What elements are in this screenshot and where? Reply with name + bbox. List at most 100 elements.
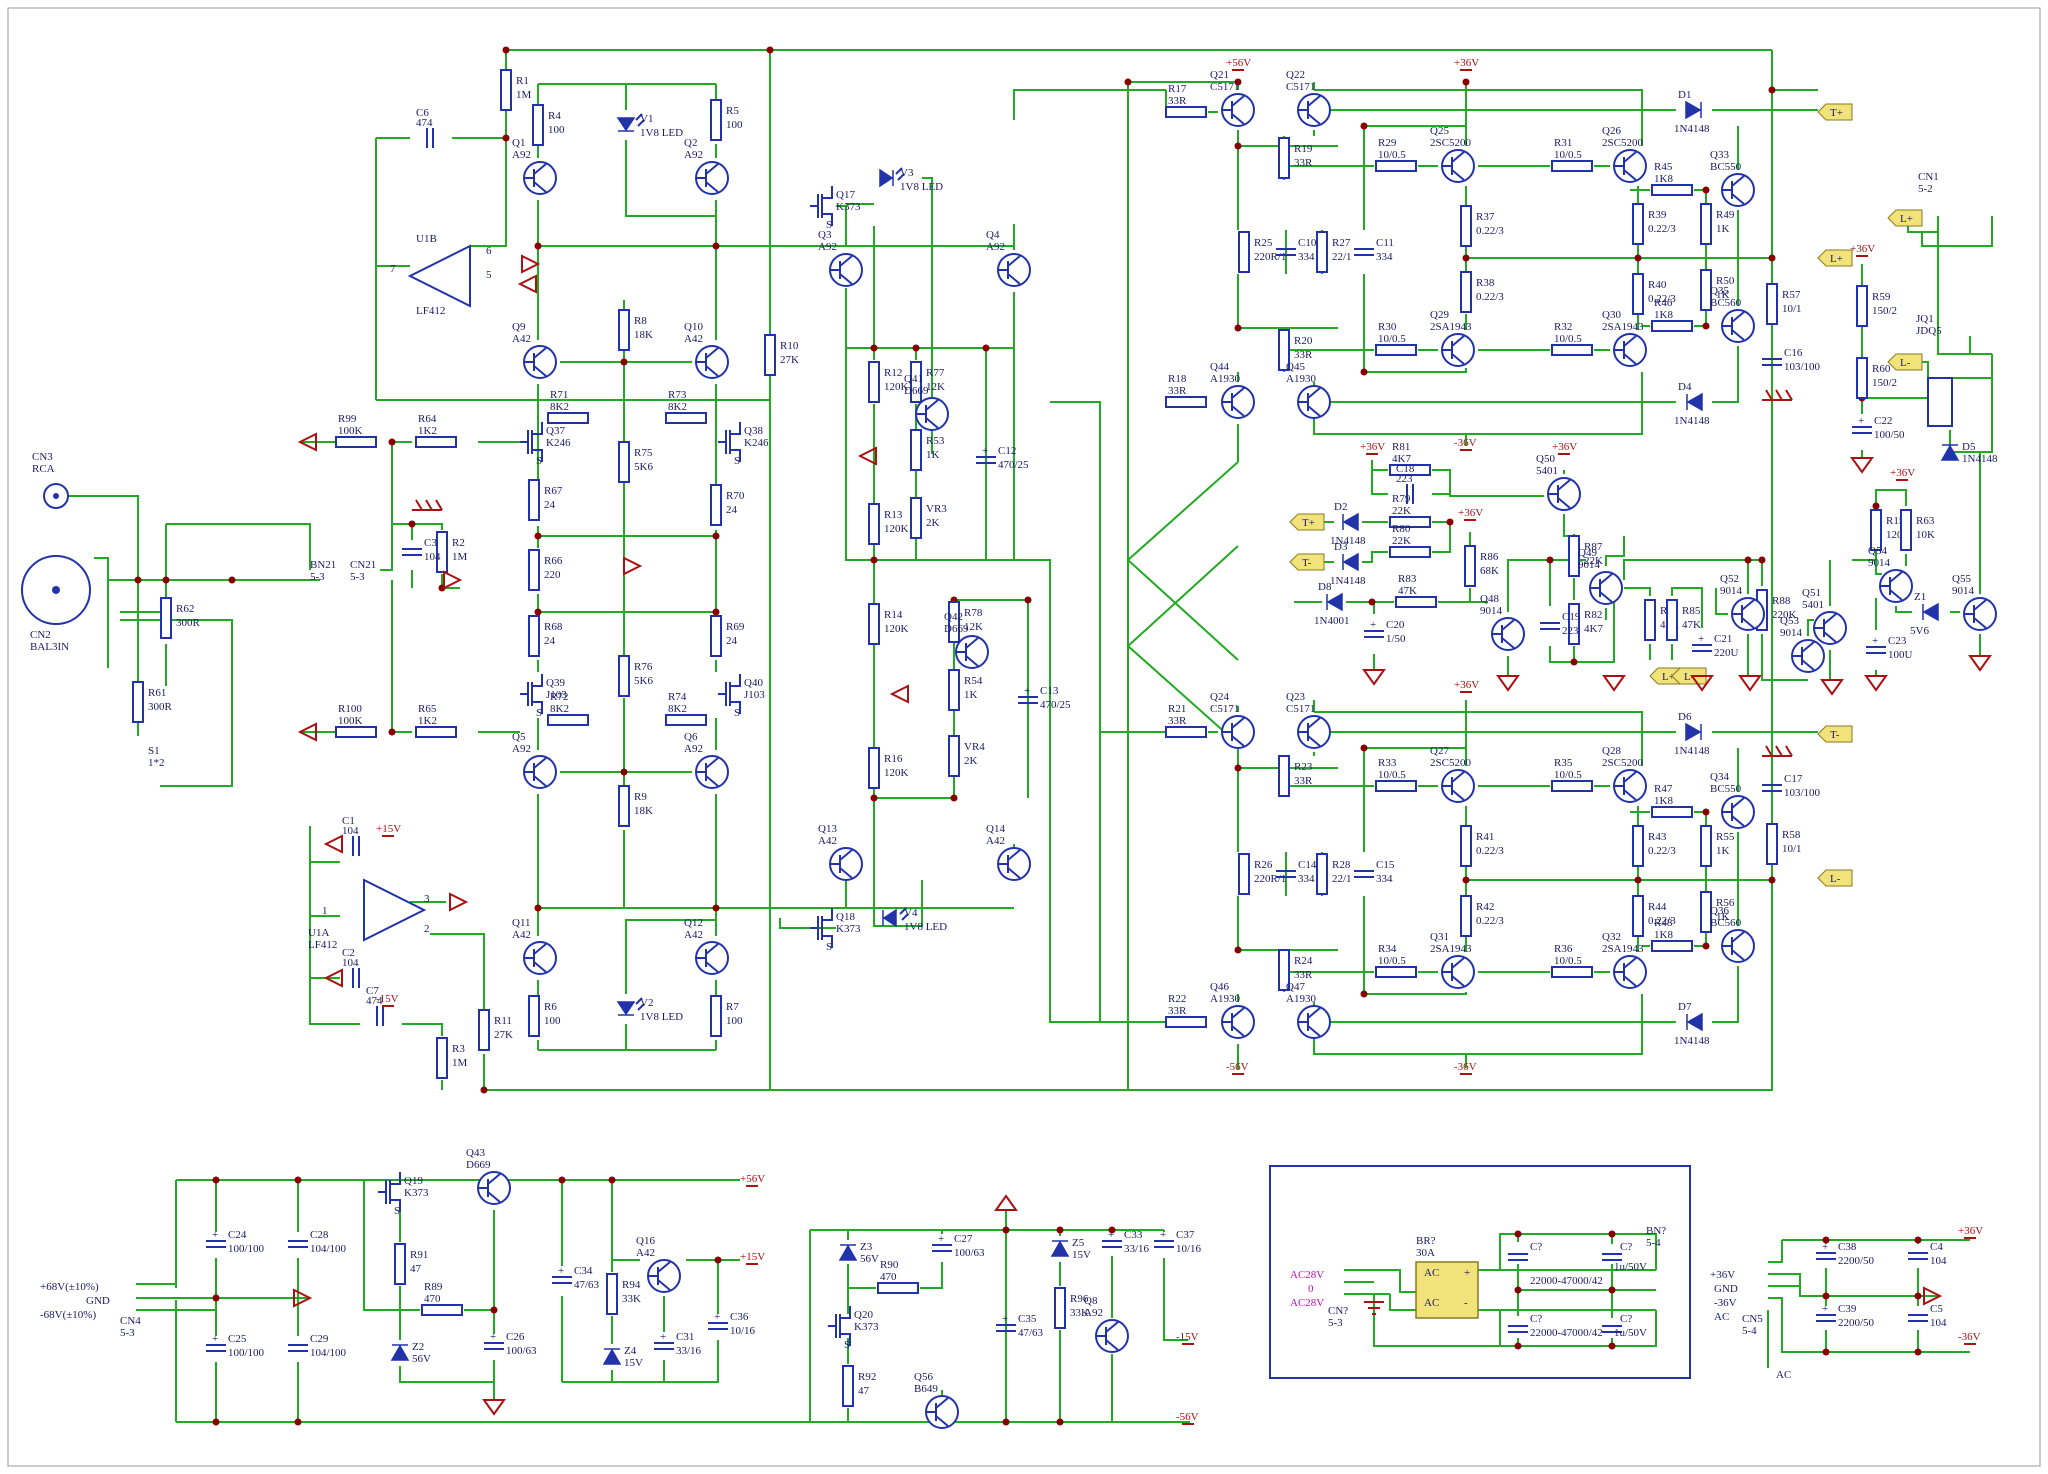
opamp-pin: 5 [486, 269, 492, 281]
transistor-ref: Q56 [914, 1371, 933, 1383]
resistor-ref: R2 [452, 537, 465, 549]
resistor-ref: R12 [884, 367, 902, 379]
power-rail: +36V [1454, 679, 1479, 693]
resistor-ref: R56 [1716, 897, 1735, 909]
capacitor-value: 334 [1376, 251, 1393, 263]
resistor-ref: R86 [1480, 551, 1499, 563]
net-tag-label: T- [1830, 729, 1840, 741]
resistor-value: 1K [1716, 911, 1730, 923]
connector-ref: CN3 [32, 451, 53, 463]
power-rail-label: -36V [1454, 437, 1477, 449]
led-ref: V3 [900, 167, 914, 179]
resistor-value: 10/0.5 [1554, 149, 1582, 161]
cn5-line-1: +36V [1710, 1269, 1735, 1281]
transistor-ref: Q10 [684, 321, 703, 333]
resistor-ref: R5 [726, 105, 739, 117]
plus-mark: + [1160, 1229, 1166, 1241]
resistor-value: 33K [622, 1293, 641, 1305]
diode-value: 15V [1072, 1249, 1091, 1261]
ac-line-3: AC28V [1290, 1297, 1324, 1309]
connector-ref: CN1 [1918, 171, 1939, 183]
transistor-value: A92 [986, 241, 1005, 253]
bridge-minus: - [1464, 1297, 1468, 1309]
capacitor-value: 33/16 [1124, 1243, 1150, 1255]
transistor-ref: Q55 [1952, 573, 1971, 585]
psu-section-frame [1269, 1165, 1691, 1379]
resistor-ref: R40 [1648, 279, 1667, 291]
resistor-value: 10K [1916, 529, 1935, 541]
fet-ref: Q39 [546, 677, 565, 689]
resistor-ref: R66 [544, 555, 563, 567]
diodes: D11N4148D41N4148D61N4148D71N4148D21N4148… [390, 89, 1998, 1369]
ground-icon [1496, 675, 1520, 692]
power-rail-label: +36V [1552, 441, 1577, 453]
ac-line-1: AC28V [1290, 1269, 1324, 1281]
resistor-ref: R39 [1648, 209, 1667, 221]
transistor-value: 2SA1943 [1602, 321, 1644, 333]
capacitor-value: 104/100 [310, 1243, 347, 1255]
resistor-value: 24 [726, 635, 738, 647]
ground-icon [297, 432, 317, 452]
net-tags: T+L+T-L-L+L-T+T-L+L- [1289, 103, 1923, 887]
resistor-value: 220R/1 [1254, 873, 1286, 885]
resistor-value: 120K [884, 381, 909, 393]
resistor-ref: R53 [926, 435, 945, 447]
resistor-value: 300R [148, 701, 173, 713]
capacitor-value: 47/63 [574, 1279, 600, 1291]
net-tag: L+ [1817, 249, 1853, 267]
resistor-ref: R13 [884, 509, 903, 521]
source-pin-mark: S [844, 1339, 850, 1351]
ground-icon [482, 1399, 506, 1416]
fet-value: K373 [836, 923, 861, 935]
ground-icon [1968, 655, 1992, 672]
capacitor-value: 10/16 [1176, 1243, 1202, 1255]
resistor-value: 1K8 [1654, 929, 1673, 941]
resistor-value: 120K [884, 623, 909, 635]
resistor-ref: R9 [634, 791, 647, 803]
transistor-value: A92 [512, 149, 531, 161]
resistor-ref: R61 [148, 687, 166, 699]
resistor-value: 18K [634, 805, 653, 817]
net-tag: T- [1817, 725, 1853, 743]
transistor-ref: Q51 [1802, 587, 1821, 599]
resistor-value: 2K [926, 517, 940, 529]
plus-mark: + [1002, 1313, 1008, 1325]
power-rail: +36V [1458, 507, 1483, 521]
resistor-ref: R3 [452, 1043, 465, 1055]
resistor-value: 1K [1716, 289, 1730, 301]
fet-ref: Q18 [836, 911, 855, 923]
resistor-value: 24 [544, 635, 556, 647]
ground-icon [1820, 679, 1844, 696]
cn5-line-3: -36V [1714, 1297, 1737, 1309]
